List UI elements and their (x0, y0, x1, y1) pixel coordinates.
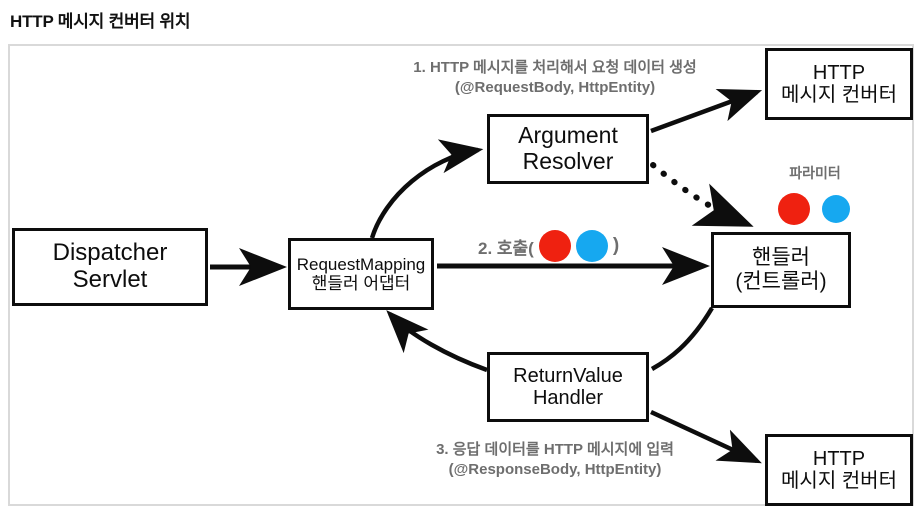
annotation-line-1: 3. 응답 데이터를 HTTP 메시지에 입력 (436, 441, 674, 458)
node-line-2: Handler (532, 387, 604, 409)
node-request-mapping-handler-adapter: RequestMapping 핸들러 어댑터 (288, 238, 434, 310)
node-argument-resolver: Argument Resolver (487, 114, 649, 184)
annotation-step-2-prefix: 2. 호출( (478, 238, 534, 258)
red-dot-icon (538, 230, 571, 262)
node-handler-controller: 핸들러 (컨트롤러) (711, 232, 851, 308)
node-dispatcher-servlet: Dispatcher Servlet (12, 228, 208, 306)
blue-dot-icon (575, 230, 608, 262)
annotation-line-1: 1. HTTP 메시지를 처리해서 요청 데이터 생성 (413, 59, 697, 76)
node-line-1: Argument (518, 122, 618, 149)
node-line-2: (컨트롤러) (735, 270, 827, 293)
annotation-step-2: 2. 호출( ) (478, 230, 619, 262)
node-line-2: Servlet (72, 266, 148, 293)
parameter-dots-group (762, 192, 866, 226)
node-line-2: 메시지 컨버터 (781, 470, 897, 492)
annotation-line-2: (@ResponseBody, HttpEntity) (448, 460, 662, 478)
node-line-2: Resolver (522, 148, 614, 174)
annotation-parameter-label: 파라미터 (789, 165, 841, 181)
annotation-step-2-suffix: ) (612, 235, 620, 256)
blue-dot-icon (822, 195, 850, 223)
node-http-message-converter-bottom: HTTP 메시지 컨버터 (765, 434, 913, 506)
node-line-2: 메시지 컨버터 (781, 84, 897, 106)
red-dot-icon (778, 193, 810, 225)
node-line-1: RequestMapping (296, 254, 426, 274)
node-line-1: HTTP (812, 447, 866, 470)
node-line-1: ReturnValue (513, 364, 623, 387)
node-line-1: Dispatcher (52, 239, 168, 267)
node-line-2: 핸들러 어댑터 (311, 274, 411, 293)
annotation-step-1: 1. HTTP 메시지를 처리해서 요청 데이터 생성 (@RequestBod… (355, 58, 755, 98)
node-line-1: HTTP (812, 61, 866, 84)
page-title: HTTP 메시지 컨버터 위치 (10, 12, 191, 31)
annotation-step-3: 3. 응답 데이터를 HTTP 메시지에 입력 (@ResponseBody, … (355, 440, 755, 480)
node-return-value-handler: ReturnValue Handler (487, 352, 649, 422)
node-http-message-converter-top: HTTP 메시지 컨버터 (765, 48, 913, 120)
node-line-1: 핸들러 (752, 246, 810, 270)
annotation-line-2: (@RequestBody, HttpEntity) (454, 78, 656, 96)
